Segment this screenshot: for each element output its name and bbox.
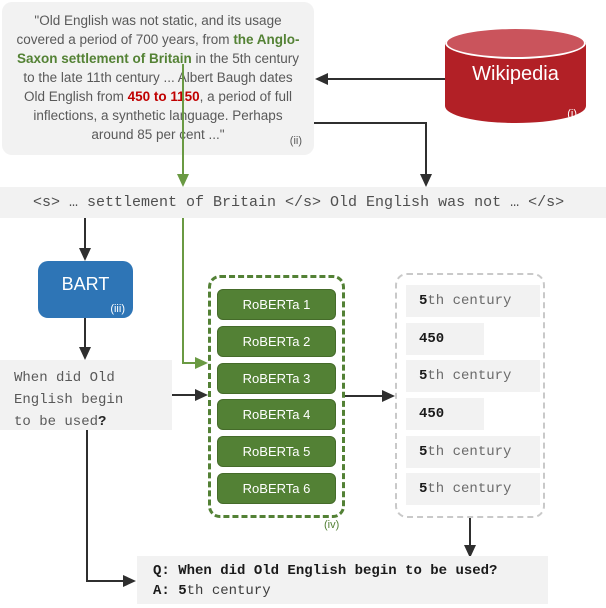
passage-text-normal: "Old English was not static, and its usa… — [16, 13, 282, 47]
answer-candidate-3: 5th century — [406, 360, 540, 392]
arrow-question-to-roberta-head — [195, 389, 208, 401]
answer-bold: 5 — [419, 481, 428, 497]
green-arrow-span-to-sequence-head — [177, 174, 189, 187]
bart-title: BART — [61, 274, 110, 294]
final-answer-bold: A: 5 — [153, 583, 187, 599]
green-arrow-sequence-to-roberta-vline — [182, 218, 184, 364]
candidate-answers-container: 5th century 450 5th century 450 5th cent… — [395, 273, 545, 518]
wikipedia-title: Wikipedia — [472, 63, 559, 85]
arrow-question-to-roberta-line — [172, 394, 196, 396]
answer-bold: 5 — [419, 444, 428, 460]
passage-text-red-highlight: 450 to 1150 — [127, 89, 200, 104]
arrow-answers-to-qa-line — [469, 518, 471, 546]
passage-text-green-highlight: the Anglo-Saxon settlement of Britain — [16, 32, 300, 66]
answer-rest: th century — [427, 444, 512, 460]
arrow-question-to-qa-vline — [86, 430, 88, 582]
answer-rest: th century — [427, 368, 512, 384]
answer-bold: 5 — [419, 368, 428, 384]
answer-bold: 450 — [419, 331, 445, 347]
answer-rest: th century — [427, 293, 512, 309]
arrow-wikipedia-to-passage-head — [315, 73, 328, 85]
answer-bold: 450 — [419, 406, 445, 422]
passage-text-normal: , a period of full inflections, a synthe… — [33, 89, 292, 142]
roberta-model-3: RoBERTa 3 — [217, 362, 336, 394]
arrow-bart-to-question-head — [79, 347, 91, 360]
roberta-model-2: RoBERTa 2 — [217, 325, 336, 357]
passage-text-normal: in the 5th century to the late 11th cent… — [23, 51, 300, 104]
wikipedia-database: Wikipedia (i) — [445, 27, 586, 123]
green-arrow-sequence-to-roberta-head — [195, 357, 208, 369]
answer-rest: th century — [427, 481, 512, 497]
arrow-question-to-qa-hline — [86, 580, 124, 582]
question-line: English begin — [14, 392, 124, 408]
answer-candidate-6: 5th century — [406, 473, 540, 505]
arrow-sequence-to-bart-line — [84, 218, 86, 249]
answer-candidate-4: 450 — [406, 398, 484, 430]
arrow-answers-to-qa-head — [464, 545, 476, 558]
arrow-roberta-to-answers-line — [345, 395, 383, 397]
answer-candidate-5: 5th century — [406, 436, 540, 468]
stage-label-i: (i) — [567, 108, 577, 120]
green-arrow-span-to-sequence-line — [182, 64, 184, 174]
database-cylinder-top — [445, 27, 586, 59]
answer-candidate-1: 5th century — [406, 285, 540, 317]
arrow-sequence-to-bart-head — [79, 248, 91, 261]
answer-candidate-2: 450 — [406, 323, 484, 355]
passage-box: "Old English was not static, and its usa… — [2, 2, 314, 155]
roberta-model-6: RoBERTa 6 — [217, 472, 336, 504]
final-qa-box: Q: When did Old English begin to be used… — [137, 556, 548, 604]
question-line: to be used — [14, 414, 99, 430]
bart-model-box: BART (iii) — [38, 261, 133, 318]
arrow-roberta-to-answers-head — [382, 390, 395, 402]
arrow-passage-to-sequence-vline — [425, 122, 427, 175]
question-mark: ? — [98, 414, 107, 430]
arrow-passage-to-sequence-head — [420, 174, 432, 187]
arrow-wikipedia-to-passage-line — [327, 78, 445, 80]
roberta-model-1: RoBERTa 1 — [217, 289, 336, 320]
green-arrow-sequence-to-roberta-hline — [182, 362, 197, 364]
stage-label-iii: (iii) — [110, 303, 125, 315]
roberta-ensemble-container: RoBERTa 1 RoBERTa 2 RoBERTa 3 RoBERTa 4 … — [208, 275, 345, 518]
question-line: When did Old — [14, 370, 115, 386]
input-sequence-band: <s> … settlement of Britain </s> Old Eng… — [0, 187, 606, 218]
answer-bold: 5 — [419, 293, 428, 309]
roberta-model-4: RoBERTa 4 — [217, 399, 336, 431]
arrow-passage-to-sequence-hline — [314, 122, 427, 124]
final-question-line: Q: When did Old English begin to be used… — [153, 563, 498, 579]
final-answer-rest: th century — [186, 583, 271, 599]
generated-question-box: When did Old English begin to be used? — [0, 360, 172, 430]
arrow-bart-to-question-line — [84, 318, 86, 348]
stage-label-iv: (iv) — [324, 519, 340, 531]
stage-label-ii: (ii) — [289, 135, 302, 147]
roberta-model-5: RoBERTa 5 — [217, 436, 336, 468]
arrow-question-to-qa-head — [123, 575, 136, 587]
